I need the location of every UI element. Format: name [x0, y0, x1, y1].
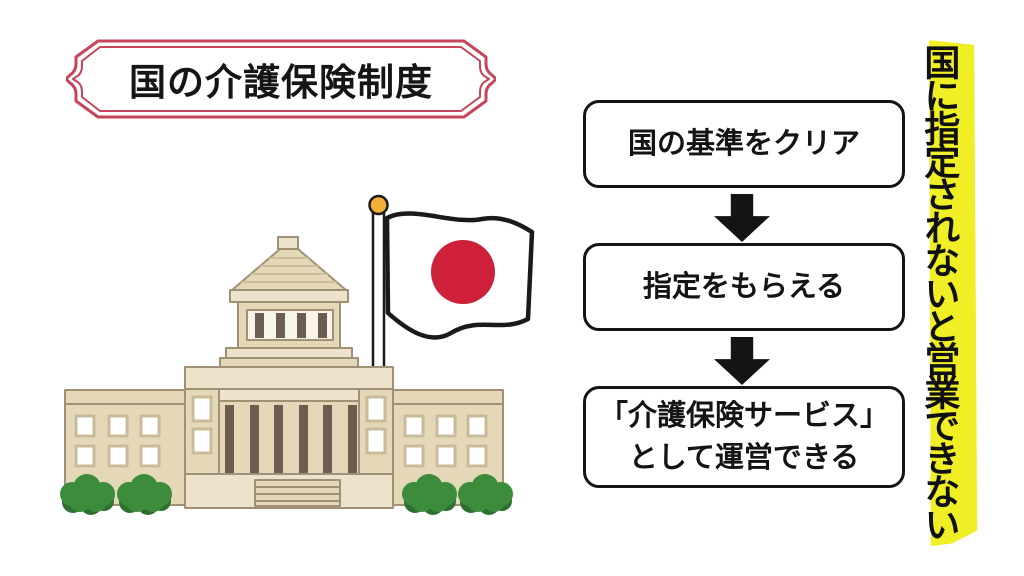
- pole-ball-icon: [368, 194, 389, 216]
- page-title: 国の介護保険制度: [129, 62, 433, 103]
- arrow-down-icon: [714, 194, 770, 242]
- side-note: 国に指定されないと営業できない: [919, 44, 961, 539]
- bush-icon: [117, 474, 172, 515]
- bush-icon: [402, 474, 457, 515]
- bush-icon: [60, 474, 115, 515]
- japan-flag-icon: [384, 211, 535, 340]
- bush-icon: [458, 474, 513, 515]
- bushes: [60, 474, 513, 515]
- diet-building-illustration: [60, 194, 535, 515]
- flow-step-operate-as-service: 「介護保険サービス」 として運営できる: [583, 386, 905, 488]
- decorative-frame-icon: [66, 39, 496, 119]
- arrow-down-icon: [714, 337, 770, 385]
- title-frame: 国の介護保険制度: [66, 37, 496, 121]
- rising-sun-icon: [431, 240, 495, 304]
- flow-step-receive-designation: 指定をもらえる: [583, 243, 905, 331]
- flow-step-clear-standards: 国の基準をクリア: [583, 100, 905, 188]
